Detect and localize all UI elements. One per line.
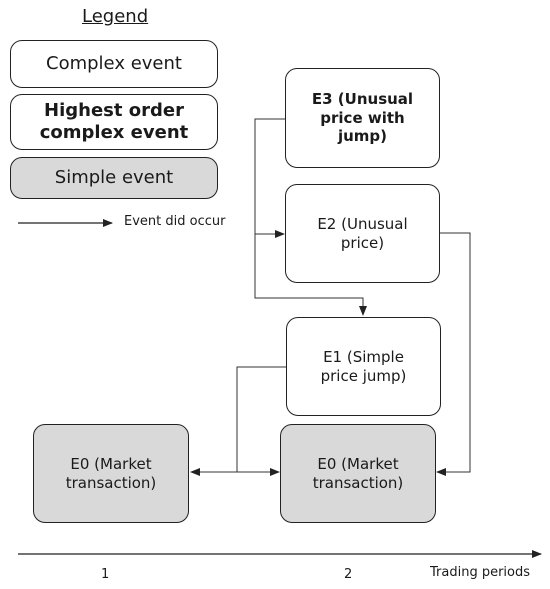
node-e1: E1 (Simple price jump) [286, 317, 441, 416]
node-e1-line2: price jump) [320, 366, 407, 385]
arrow-e2-to-e0-2 [436, 232, 471, 476]
node-e0-period-2: E0 (Market transaction) [280, 424, 436, 523]
legend-simple-event: Simple event [10, 157, 218, 199]
node-e0-2-line1: E0 (Market [317, 454, 399, 473]
legend-highest-label-line1: Highest order [44, 99, 184, 121]
node-e2: E2 (Unusual price) [285, 184, 440, 283]
node-e0-period-1: E0 (Market transaction) [33, 424, 189, 523]
node-e2-line2: price) [340, 233, 385, 252]
axis-tick-1: 1 [101, 567, 110, 582]
arrow-e1-to-e0-1 [190, 366, 286, 476]
legend-complex-event: Complex event [10, 40, 218, 88]
node-e3-line3: jump) [337, 127, 388, 146]
legend-highest-label-line2: complex event [39, 122, 189, 143]
node-e0-1-line2: transaction) [65, 473, 157, 492]
node-e3-line2: price with [320, 108, 405, 127]
legend-highest-order-event: Highest order complex event [10, 94, 218, 150]
node-e3: E3 (Unusual price with jump) [285, 68, 440, 168]
legend-arrow-label: Event did occur [124, 214, 226, 229]
arrow-e3-to-e2 [254, 118, 285, 238]
legend-complex-label: Complex event [46, 52, 182, 74]
arrow-e3-to-e1 [254, 234, 367, 316]
node-e1-line1: E1 (Simple [323, 347, 404, 366]
node-e2-line1: E2 (Unusual [317, 214, 408, 233]
node-e0-1-line1: E0 (Market [70, 454, 152, 473]
legend-simple-label: Simple event [54, 166, 174, 188]
axis-label: Trading periods [430, 565, 531, 580]
node-e0-2-line2: transaction) [312, 473, 404, 492]
legend-title: Legend [82, 6, 149, 27]
node-e3-line1: E3 (Unusual [311, 89, 414, 108]
axis-tick-2: 2 [344, 567, 353, 582]
